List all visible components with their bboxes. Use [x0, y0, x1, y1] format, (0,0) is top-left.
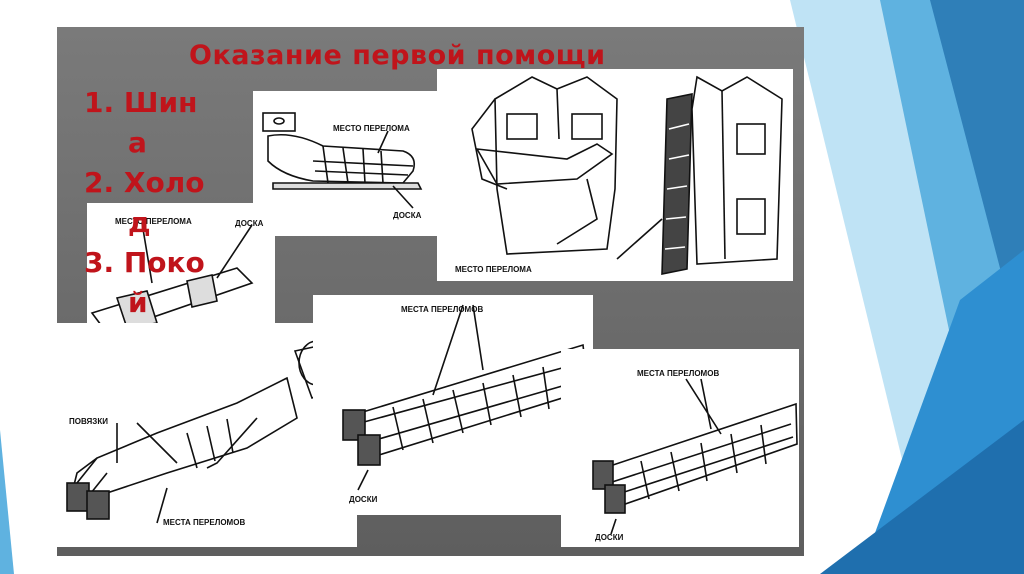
list-item-3-line-2: й — [84, 283, 205, 323]
slide-image: МЕСТО ПЕРЕЛОМА ДОСКА — [57, 27, 804, 556]
shirt-fracture-label: МЕСТО ПЕРЕЛОМА — [455, 265, 532, 274]
legs-splint-illustration-2 — [561, 349, 799, 547]
slide-title: Оказание первой помощи — [189, 40, 606, 71]
legs-splint-panel-2: МЕСТА ПЕРЕЛОМОВ ДОСКИ — [561, 349, 799, 547]
list-item-2-line-1: 2. Холо — [84, 163, 205, 203]
first-aid-steps-list: 1. Шин а 2. Холо д 3. Поко й — [84, 83, 205, 323]
legs-splint-illustration-1 — [313, 295, 593, 515]
body-panel: ПОВЯЗКИ МЕСТА ПЕРЕЛОМОВ — [57, 323, 357, 547]
list-item-1-line-1: 1. Шин — [84, 83, 205, 123]
body-illustration — [57, 323, 357, 547]
legs-splint-panel-1: МЕСТА ПЕРЕЛОМОВ ДОСКИ — [313, 295, 593, 515]
legs1-boards-label: ДОСКИ — [349, 495, 377, 504]
arm-splint-panel: МЕСТО ПЕРЕЛОМА ДОСКА — [253, 91, 443, 236]
shirt-sling-panel: МЕСТО ПЕРЕЛОМА — [437, 69, 793, 281]
arm-fracture-label: МЕСТО ПЕРЕЛОМА — [333, 124, 410, 133]
list-item-1-line-2: а — [84, 123, 205, 163]
legs1-fractures-label: МЕСТА ПЕРЕЛОМОВ — [401, 305, 483, 314]
body-bandages-label: ПОВЯЗКИ — [69, 417, 108, 426]
legs2-boards-label: ДОСКИ — [595, 533, 623, 542]
arm-board-label: ДОСКА — [393, 211, 421, 220]
list-item-2-line-2: д — [84, 203, 205, 243]
shirt-sling-illustration — [437, 69, 793, 281]
legs2-fractures-label: МЕСТА ПЕРЕЛОМОВ — [637, 369, 719, 378]
small-board-label: ДОСКА — [235, 219, 263, 228]
body-fractures-label: МЕСТА ПЕРЕЛОМОВ — [163, 518, 245, 527]
list-item-3-line-1: 3. Поко — [84, 243, 205, 283]
